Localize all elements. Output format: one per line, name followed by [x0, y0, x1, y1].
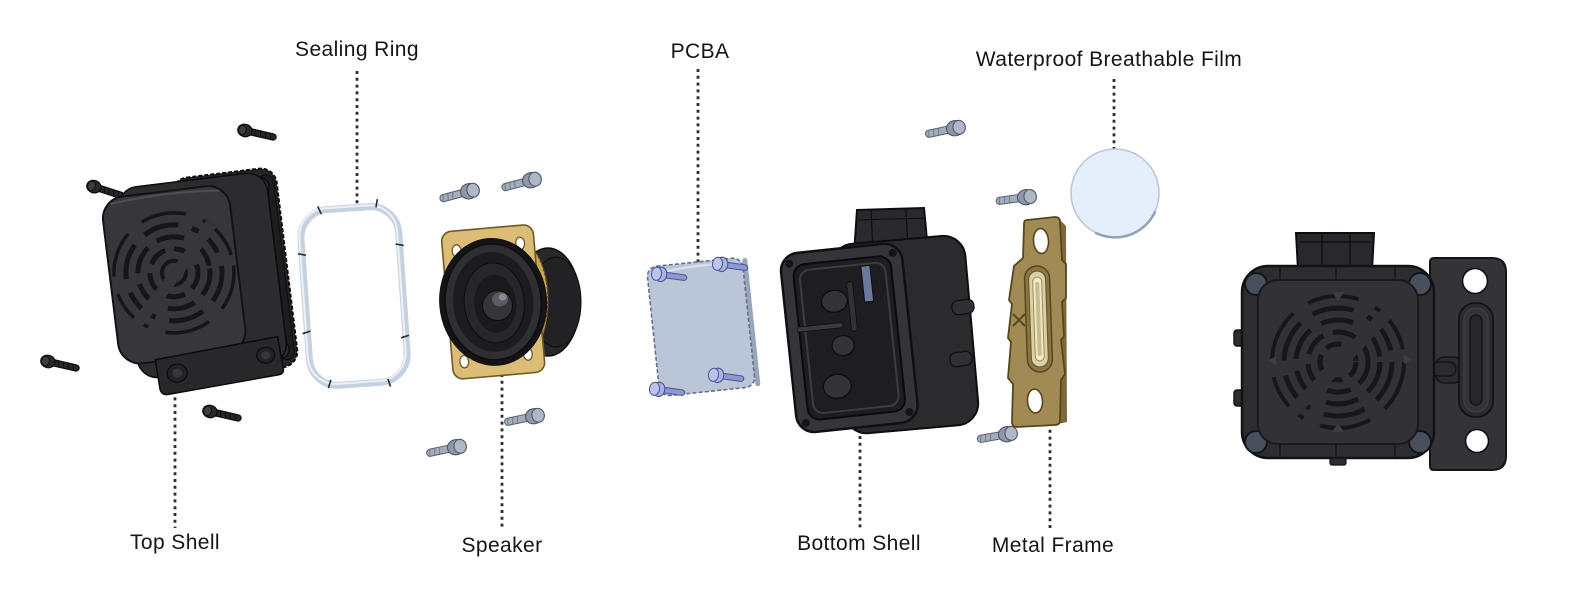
pcba-graphic [646, 257, 761, 397]
screw-graphic [38, 353, 82, 376]
bottom-shell-label: Bottom Shell [797, 532, 921, 555]
metal-frame-label: Metal Frame [991, 534, 1115, 557]
breathable-film-graphic [1070, 148, 1160, 239]
pcba-label: PCBA [670, 40, 730, 63]
speaker-graphic [439, 224, 582, 380]
screw-graphic [499, 169, 544, 196]
sealing-ring-graphic [297, 198, 411, 389]
waterproof-breathable-film-label: Waterproof Breathable Film [975, 48, 1243, 71]
metal-frame-graphic [1007, 216, 1067, 428]
leader-lines [173, 69, 1116, 530]
screw-graphic [923, 118, 968, 143]
top-shell-label: Top Shell [130, 531, 220, 554]
assembled-unit-graphic [1233, 232, 1507, 471]
sealing-ring-label: Sealing Ring [295, 38, 419, 61]
screw-graphic [424, 437, 469, 462]
screw-graphic [235, 122, 279, 145]
screw-graphic [200, 403, 244, 426]
screw-graphic [437, 180, 482, 207]
top-shell-graphic [101, 167, 299, 396]
speaker-label: Speaker [461, 534, 543, 557]
screw-graphic [502, 406, 547, 431]
bottom-shell-graphic [779, 206, 980, 435]
screw-graphic [975, 424, 1020, 448]
screw-graphic [994, 187, 1038, 210]
